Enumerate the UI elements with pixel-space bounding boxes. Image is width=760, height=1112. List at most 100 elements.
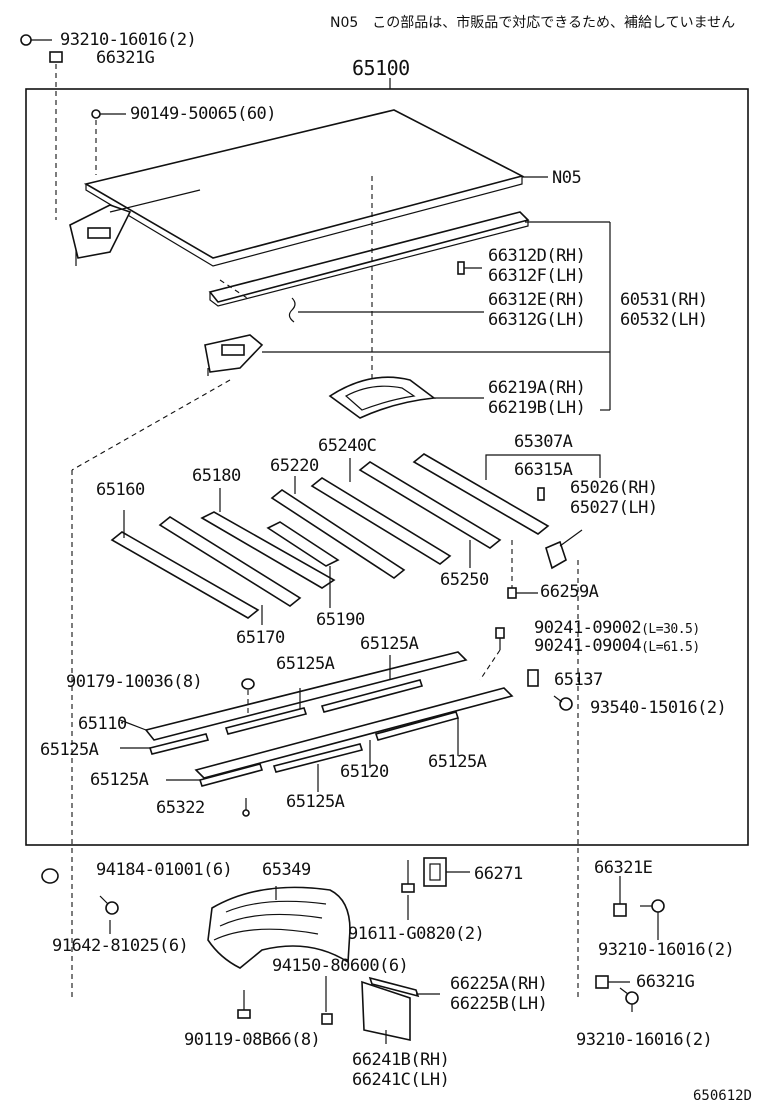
crossmember-65160 <box>110 510 260 619</box>
nut-66321e-icon <box>613 903 627 917</box>
label-l33: 65125A <box>40 740 99 760</box>
label-l49: 66321G <box>636 972 695 992</box>
nut-66321g-bottom-icon <box>595 975 609 989</box>
label-l08: 66312G(LH) <box>488 310 586 330</box>
label-l30: 65137 <box>554 670 603 690</box>
label-l15: 65220 <box>270 456 319 476</box>
label-l27: 65125A <box>360 634 419 654</box>
label-l51: 93210-16016(2) <box>576 1030 713 1050</box>
label-l04: N05 <box>552 168 582 188</box>
assembly-number: 65100 <box>352 56 410 80</box>
bracket-65137-icon <box>527 669 539 687</box>
label-l36: 65125A <box>90 770 149 790</box>
label-l53: 66241C(LH) <box>352 1070 450 1090</box>
crossmember-65250 <box>358 461 502 568</box>
label-l41: 66271 <box>474 864 523 884</box>
washer-94184-icon <box>41 868 59 884</box>
label-l43: 91642-81025(6) <box>52 936 189 956</box>
label-l26-code: 90241-09004 <box>534 636 642 656</box>
label-l09: 60531(RH) <box>620 290 708 310</box>
label-l16: 66315A <box>514 460 573 480</box>
mudflap-66241 <box>361 980 411 1041</box>
label-l31: 65110 <box>78 714 127 734</box>
crossmember-65307a <box>412 453 550 535</box>
screw-90149-icon <box>91 109 126 119</box>
label-l47: 66225A(RH) <box>450 974 548 994</box>
label-l42: 66321E <box>594 858 653 878</box>
pin-66312d-icon <box>457 261 482 275</box>
bolt-90241-icon <box>495 627 505 650</box>
crossmember-65240c <box>310 458 452 565</box>
plate-66225 <box>368 976 420 998</box>
shim-65125a-3 <box>148 733 210 755</box>
clip-66315a-icon <box>537 487 545 501</box>
label-l37: 65322 <box>156 798 205 818</box>
crossmember-65190 <box>266 521 340 608</box>
label-l45: 93210-16016(2) <box>598 940 735 960</box>
label-l29: 90179-10036(8) <box>66 672 203 692</box>
plate-66219 <box>328 376 437 419</box>
label-l38: 65125A <box>286 792 345 812</box>
label-l02: 66321G <box>96 48 155 68</box>
label-l03: 90149-50065(60) <box>130 104 277 124</box>
crossmember-65180 <box>200 488 336 589</box>
nut-66321g-icon <box>49 51 63 63</box>
label-l34: 65120 <box>340 762 389 782</box>
label-l12: 66219B(LH) <box>488 398 586 418</box>
label-l50: 90119-08B66(8) <box>184 1030 321 1050</box>
bolt-93210-icon <box>20 34 52 46</box>
nut-94150-icon <box>321 1013 333 1025</box>
shim-65125a-1 <box>224 707 308 735</box>
label-l28: 65125A <box>276 654 335 674</box>
diagram-code: 650612D <box>692 1088 752 1104</box>
label-l25-length: (L=30.5) <box>641 622 700 637</box>
assembly-frame <box>25 88 749 846</box>
label-l06: 66312F(LH) <box>488 266 586 286</box>
label-l01: 93210-16016(2) <box>60 30 197 50</box>
mudguard-65349 <box>207 886 351 969</box>
label-l22: 66259A <box>540 582 599 602</box>
label-l14: 65307A <box>514 432 573 452</box>
bracket-middle-left-icon <box>204 334 264 376</box>
label-l44: 91611-G0820(2) <box>348 924 485 944</box>
crossmember-65220 <box>270 476 406 579</box>
label-l11: 66219A(RH) <box>488 378 586 398</box>
bolt-93540-icon <box>553 695 573 711</box>
bracket-upper-left-icon <box>69 204 132 266</box>
clip-66312e-icon <box>288 297 484 323</box>
bolt-90119-icon <box>237 990 251 1019</box>
label-l35: 65125A <box>428 752 487 772</box>
nut-90179-icon <box>241 678 255 690</box>
label-l25: 90241-09002(L=30.5) <box>534 618 700 640</box>
pin-66259a-icon <box>507 587 538 599</box>
block-66271-icon <box>423 857 447 887</box>
sill-65120 <box>194 687 514 779</box>
bracket-65026-icon <box>545 540 567 570</box>
bolt-91611-icon <box>401 860 415 893</box>
label-l05: 66312D(RH) <box>488 246 586 266</box>
label-l48: 66225B(LH) <box>450 994 548 1014</box>
label-l13: 65240C <box>318 436 377 456</box>
shim-65125a-5 <box>272 743 364 773</box>
label-l23: 65170 <box>236 628 285 648</box>
label-l52: 66241B(RH) <box>352 1050 450 1070</box>
label-l46: 94150-80600(6) <box>272 956 409 976</box>
label-l17: 65180 <box>192 466 241 486</box>
crossmember-65170 <box>158 516 302 625</box>
shim-65125a-6 <box>198 763 264 787</box>
label-l40: 65349 <box>262 860 311 880</box>
label-l24: 65190 <box>316 610 365 630</box>
label-l25-code: 90241-09002 <box>534 618 642 638</box>
sill-65110 <box>144 651 468 741</box>
shim-65125a-2 <box>320 679 424 713</box>
label-l21: 65250 <box>440 570 489 590</box>
label-l07: 66312E(RH) <box>488 290 586 310</box>
label-l10: 60532(LH) <box>620 310 708 330</box>
bolt-91642-icon <box>99 895 119 915</box>
pin-65322-icon <box>242 798 250 817</box>
label-l26-length: (L=61.5) <box>641 640 700 655</box>
label-l32: 93540-15016(2) <box>590 698 727 718</box>
label-l18: 65160 <box>96 480 145 500</box>
